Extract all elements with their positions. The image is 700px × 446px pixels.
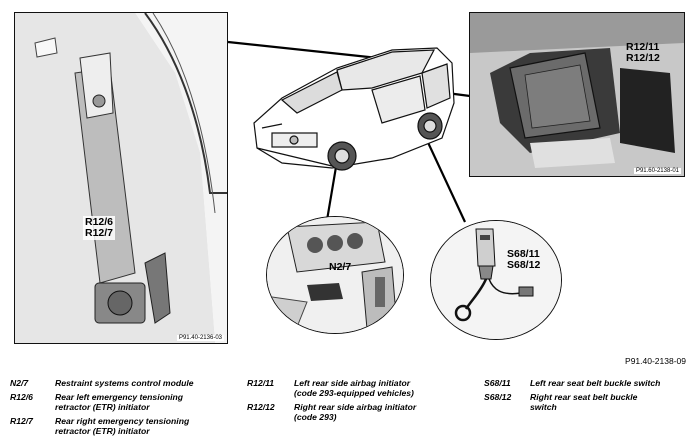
legend-desc-line: Right rear side airbag initiator bbox=[294, 402, 417, 412]
legend-desc: Rear right emergency tensioning retracto… bbox=[55, 416, 189, 436]
callout-r12-11: R12/11 bbox=[626, 41, 660, 53]
legend-code: R12/12 bbox=[247, 402, 275, 412]
legend-desc-line: Right rear seat belt buckle bbox=[530, 392, 638, 402]
legend-code: R12/7 bbox=[10, 416, 33, 426]
legend-desc-line: switch bbox=[530, 402, 557, 412]
legend-desc-line: (code 293) bbox=[294, 412, 337, 422]
callout-r12-6: R12/6 bbox=[85, 216, 114, 228]
side-airbag-illustration bbox=[470, 13, 684, 176]
legend-desc-line: Left rear side airbag initiator bbox=[294, 378, 411, 388]
legend-desc: Left rear seat belt buckle switch bbox=[530, 378, 660, 388]
buckle-switch-illustration bbox=[431, 221, 561, 339]
callout-r12-12: R12/12 bbox=[626, 52, 660, 64]
callout-r12-7: R12/7 bbox=[85, 227, 114, 239]
legend-desc: Right rear side airbag initiator (code 2… bbox=[294, 402, 416, 422]
seat-belt-retractor-illustration bbox=[15, 13, 227, 343]
legend-desc: Left rear side airbag initiator (code 29… bbox=[294, 378, 414, 398]
legend-desc-line: retractor (ETR) initiator bbox=[55, 402, 150, 412]
left-panel-id: P91.40-2136-03 bbox=[176, 335, 224, 341]
legend-desc-line: (code 293-equipped vehicles) bbox=[294, 388, 414, 398]
circle-right-callout: S68/11 S68/12 bbox=[507, 249, 540, 271]
callout-s68-11: S68/11 bbox=[507, 248, 540, 260]
callout-s68-12: S68/12 bbox=[507, 259, 541, 271]
legend-code: N2/7 bbox=[10, 378, 29, 388]
legend-desc-line: retractor (ETR) initiator bbox=[55, 426, 150, 436]
legend-desc: Rear left emergency tensioning retractor… bbox=[55, 392, 183, 412]
control-module-detail-circle: N2/7 bbox=[266, 216, 404, 334]
legend-desc: Restraint systems control module bbox=[55, 378, 194, 388]
circle-mid-callout: N2/7 bbox=[329, 261, 352, 273]
right-detail-panel: R12/11 R12/12 P91.60-2138-01 bbox=[469, 12, 685, 177]
legend-desc-line: Left rear seat belt buckle switch bbox=[530, 378, 661, 388]
right-panel-callout: R12/11 R12/12 bbox=[626, 42, 660, 64]
control-module-illustration bbox=[267, 217, 403, 333]
left-panel-callout: R12/6 R12/7 bbox=[83, 216, 116, 240]
figure-reference: P91.40-2138-09 bbox=[625, 356, 686, 366]
buckle-switch-detail-circle: S68/11 S68/12 bbox=[430, 220, 562, 340]
legend-code: R12/11 bbox=[247, 378, 275, 388]
legend-desc-line: Restraint systems control module bbox=[55, 378, 194, 388]
right-panel-id: P91.60-2138-01 bbox=[633, 168, 681, 174]
legend-desc-line: Rear left emergency tensioning bbox=[55, 392, 183, 402]
left-detail-panel: R12/6 R12/7 P91.40-2136-03 bbox=[14, 12, 228, 344]
legend-desc: Right rear seat belt buckle switch bbox=[530, 392, 637, 412]
legend-desc-line: Rear right emergency tensioning bbox=[55, 416, 190, 426]
legend-code: R12/6 bbox=[10, 392, 33, 402]
vehicle-illustration bbox=[253, 47, 455, 171]
legend-code: S68/11 bbox=[484, 378, 511, 388]
legend-code: S68/12 bbox=[484, 392, 512, 402]
